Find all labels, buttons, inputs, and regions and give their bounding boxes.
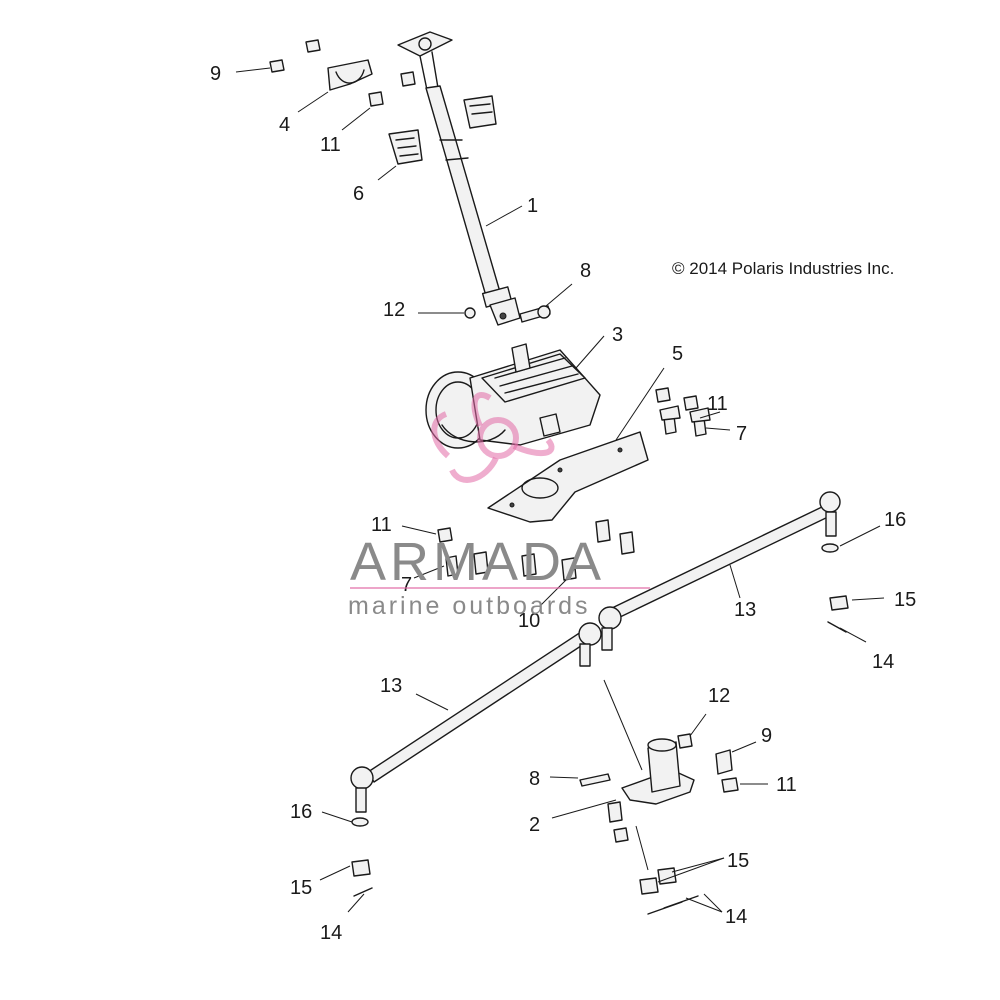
callout-9: 9 bbox=[761, 725, 772, 747]
callout-11: 11 bbox=[776, 774, 797, 796]
callout-15: 15 bbox=[727, 850, 749, 872]
watermark-title: ARMADA bbox=[350, 532, 605, 592]
tie-rod-left bbox=[350, 622, 602, 813]
top-hardware bbox=[269, 39, 551, 323]
watermark: ARMADA marine outboards bbox=[348, 392, 650, 620]
callout-14: 14 bbox=[872, 651, 894, 673]
callout-10: 10 bbox=[518, 610, 540, 632]
watermark-logo bbox=[431, 392, 555, 483]
callout-16: 16 bbox=[290, 801, 312, 823]
callout-3: 3 bbox=[612, 324, 623, 346]
callout-14: 14 bbox=[725, 906, 747, 928]
callout-6: 6 bbox=[353, 183, 364, 205]
plate-fasteners bbox=[437, 387, 711, 581]
callout-labels: 9 4 11 6 1 8 12 3 5 11 7 11 7 10 16 15 1… bbox=[210, 63, 916, 944]
callout-12: 12 bbox=[708, 685, 730, 707]
washers-nuts-pins bbox=[351, 543, 849, 915]
callout-1: 1 bbox=[527, 195, 538, 217]
callout-13: 13 bbox=[734, 599, 756, 621]
callout-16: 16 bbox=[884, 509, 906, 531]
callout-15: 15 bbox=[894, 589, 916, 611]
callout-7: 7 bbox=[401, 574, 412, 596]
callout-4: 4 bbox=[279, 114, 290, 136]
callout-5: 5 bbox=[672, 343, 683, 365]
callout-14: 14 bbox=[320, 922, 342, 944]
leader-lines bbox=[235, 67, 885, 913]
callout-15: 15 bbox=[290, 877, 312, 899]
callout-9: 9 bbox=[210, 63, 221, 85]
mounting-plate bbox=[487, 431, 649, 523]
callout-7: 7 bbox=[736, 423, 747, 445]
tie-rod-right bbox=[598, 491, 841, 651]
callout-8: 8 bbox=[529, 768, 540, 790]
pivot-hardware bbox=[579, 733, 739, 793]
callout-12: 12 bbox=[383, 299, 405, 321]
callout-11: 11 bbox=[320, 134, 341, 156]
steering-shaft bbox=[397, 31, 521, 326]
callout-11: 11 bbox=[371, 514, 392, 536]
callout-13: 13 bbox=[380, 675, 402, 697]
callout-2: 2 bbox=[529, 814, 540, 836]
steering-pivot bbox=[607, 738, 695, 843]
callout-11: 11 bbox=[707, 393, 728, 415]
watermark-subtitle: marine outboards bbox=[348, 592, 591, 620]
callout-8: 8 bbox=[580, 260, 591, 282]
copyright-text: © 2014 Polaris Industries Inc. bbox=[672, 259, 894, 278]
